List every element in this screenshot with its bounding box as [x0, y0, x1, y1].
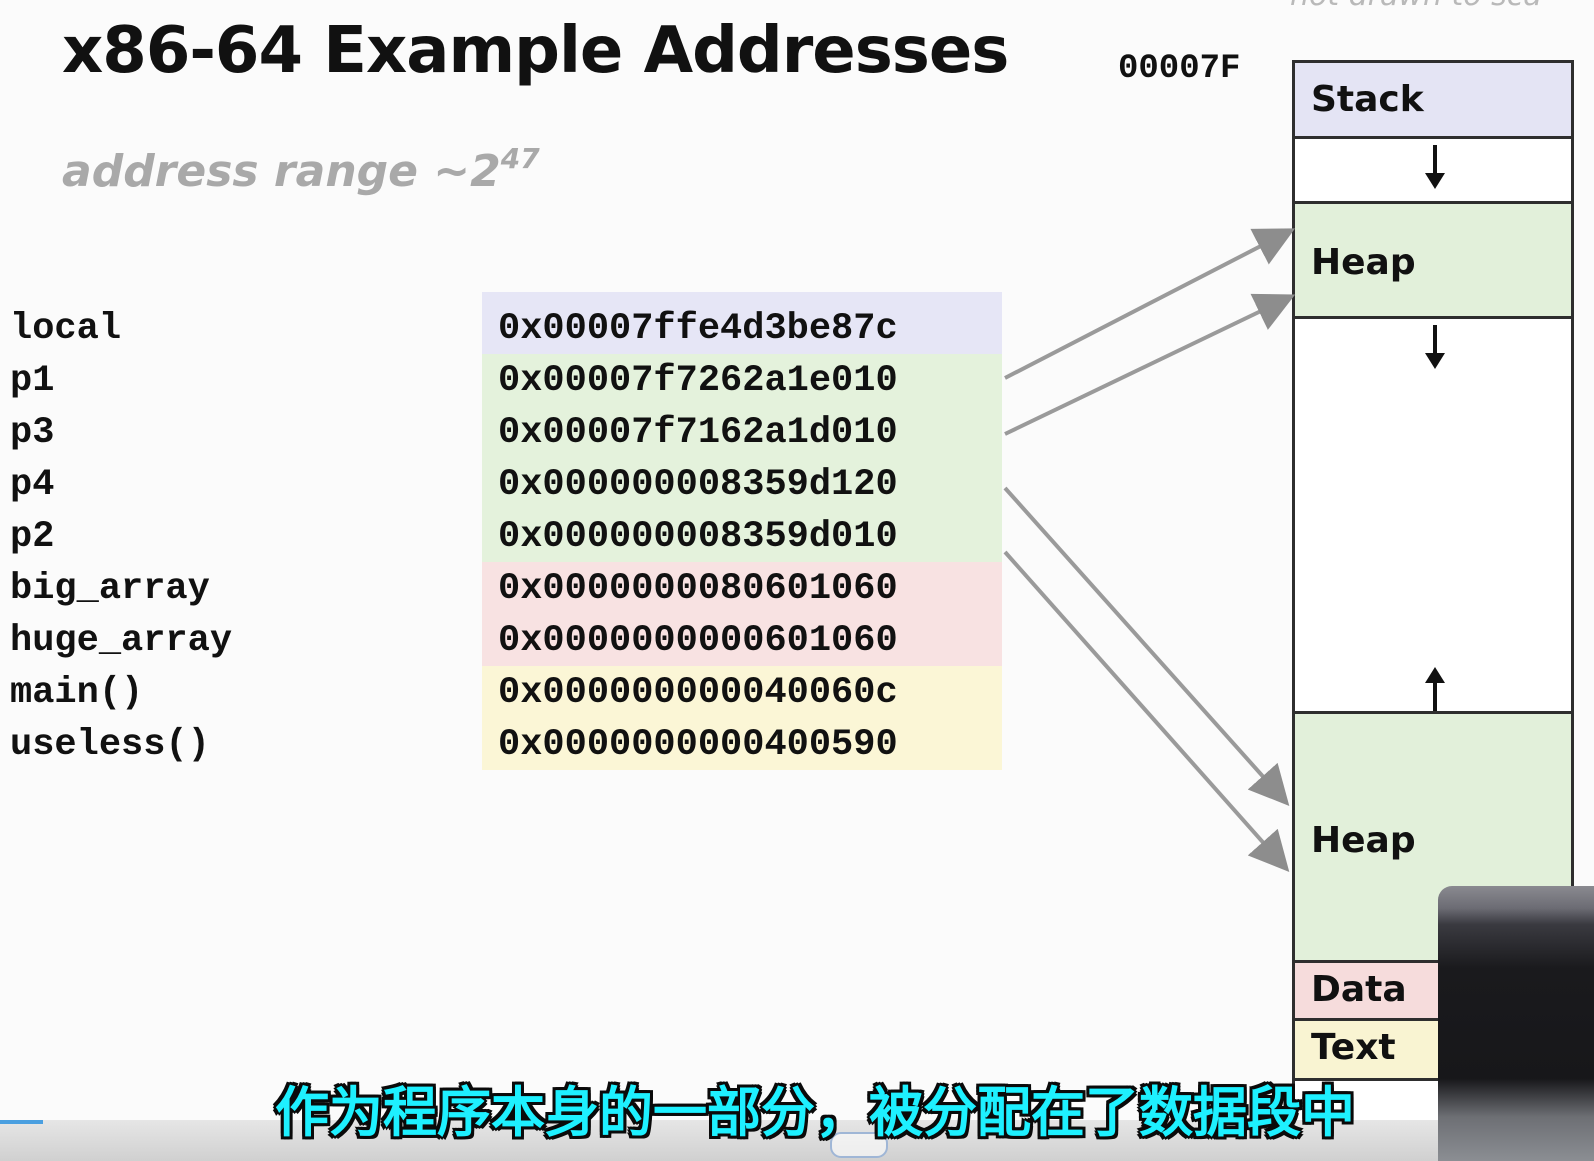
arrow-p2-to-heap — [1003, 550, 1290, 872]
band-p1 — [482, 354, 1002, 406]
arrow-p4-to-heap — [1003, 486, 1290, 806]
subtitle-exponent: 47 — [500, 142, 540, 175]
var-p4: p4 — [10, 464, 55, 506]
segment-free — [1295, 319, 1571, 714]
addr-p3: 0x00007f7162a1d010 — [498, 412, 898, 454]
segment-label-data: Data — [1311, 969, 1407, 1010]
var-huge-array: huge_array — [10, 620, 233, 662]
segment-heap-bottom: Heap — [1295, 714, 1571, 963]
band-main — [482, 666, 1002, 718]
addr-p2: 0x000000008359d010 — [498, 516, 898, 558]
addr-useless: 0x0000000000400590 — [498, 724, 898, 766]
subtitle-text: address range ~2 — [62, 146, 501, 197]
video-progress-fill — [0, 1120, 44, 1124]
addr-main: 0x000000000040060c — [498, 672, 898, 714]
band-p3 — [482, 406, 1002, 458]
scale-note: not drawn to sca — [1290, 0, 1542, 13]
var-p1: p1 — [10, 360, 55, 402]
addr-local: 0x00007ffe4d3be87c — [498, 308, 898, 350]
slide-subtitle: address range ~247 — [62, 142, 540, 197]
top-address-label: 00007F — [1118, 50, 1241, 88]
var-big-array: big_array — [10, 568, 210, 610]
video-caption: 作为程序本身的一部分，被分配在了数据段中 — [275, 1081, 1355, 1144]
segment-heap-top: Heap — [1295, 204, 1571, 319]
band-p4 — [482, 458, 1002, 510]
arrow-p1-to-heap — [1004, 228, 1296, 380]
band-p2 — [482, 510, 1002, 562]
var-main: main() — [10, 672, 144, 714]
progress-thumb-icon[interactable] — [830, 1132, 888, 1158]
var-p2: p2 — [10, 516, 55, 558]
segment-label-stack: Stack — [1311, 79, 1424, 120]
band-huge-array — [482, 614, 1002, 666]
segment-label-text: Text — [1311, 1027, 1396, 1068]
addr-p4: 0x000000008359d120 — [498, 464, 898, 506]
band-big-array — [482, 562, 1002, 614]
webcam-overlay — [1438, 886, 1594, 1161]
arrow-up-icon — [1425, 667, 1445, 711]
var-p3: p3 — [10, 412, 55, 454]
addr-p1: 0x00007f7262a1e010 — [498, 360, 898, 402]
band-useless — [482, 718, 1002, 770]
segment-label-heap-top: Heap — [1311, 242, 1416, 283]
video-progress-bar[interactable] — [0, 1120, 1440, 1161]
addr-big-array: 0x0000000080601060 — [498, 568, 898, 610]
segment-stack: Stack — [1295, 63, 1571, 139]
arrow-down-icon — [1425, 145, 1445, 189]
arrow-p3-to-heap — [1004, 293, 1296, 436]
var-local: local — [10, 308, 122, 350]
segment-label-heap-bottom: Heap — [1311, 820, 1416, 861]
arrow-down-icon — [1425, 325, 1445, 369]
addr-huge-array: 0x0000000000601060 — [498, 620, 898, 662]
band-local — [482, 292, 1002, 354]
var-useless: useless() — [10, 724, 210, 766]
slide-title: x86-64 Example Addresses — [62, 14, 1009, 88]
